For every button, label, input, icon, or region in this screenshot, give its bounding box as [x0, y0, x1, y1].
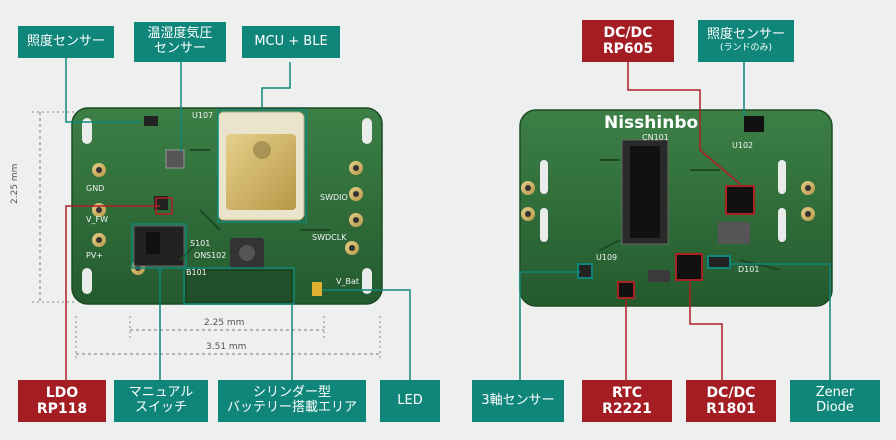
leader-lines-red [65, 62, 741, 380]
illuminance-land-sub: (ランドのみ) [719, 43, 773, 54]
silk-u102: U102 [732, 141, 753, 150]
silk-vbat: V_Bat [336, 277, 359, 286]
outer-width-dimension: 3.51 mm [206, 342, 247, 352]
silk-gnd-left: GND [86, 184, 104, 193]
label-dcdc-rp605: DC/DC RP605 [582, 20, 674, 62]
silk-swdio: SWDIO [320, 193, 348, 202]
label-illuminance-land: 照度センサー (ランドのみ) [698, 20, 794, 62]
label-led: LED [380, 380, 440, 422]
label-rtc-r2221: RTC R2221 [582, 380, 672, 422]
label-manual-switch: マニュアル スイッチ [114, 380, 208, 422]
silkscreen: GND V_FW PV+ U107 B101 S101 ON S102 SWDI… [86, 111, 759, 286]
label-illuminance-sensor: 照度センサー [18, 26, 114, 58]
label-battery-area: シリンダー型 バッテリー搭載エリア [218, 380, 366, 422]
back-board [519, 109, 833, 307]
silk-d101: D101 [738, 265, 759, 274]
label-mcu-ble: MCU + BLE [242, 26, 340, 58]
silk-s101: S101 [190, 239, 210, 248]
dimension-lines [32, 111, 381, 360]
silk-u109: U109 [596, 253, 617, 262]
inner-width-dimension: 2.25 mm [204, 318, 245, 328]
label-ldo-rp118: LDO RP118 [18, 380, 106, 422]
label-zener-diode: Zener Diode [790, 380, 880, 422]
height-dimension: 2.25 mm [10, 163, 20, 204]
silk-s102: S102 [206, 251, 226, 260]
illuminance-land-title: 照度センサー [706, 27, 785, 43]
label-temp-humidity-pressure: 温湿度気圧 センサー [134, 22, 226, 62]
label-3axis-sensor: 3軸センサー [472, 380, 564, 422]
silk-vfw: V_FW [86, 215, 108, 224]
silk-cn101: CN101 [642, 133, 669, 142]
brand-silkscreen: Nisshinbo [604, 113, 698, 133]
silk-pvplus-left: PV+ [86, 251, 103, 260]
label-dcdc-r1801: DC/DC R1801 [686, 380, 776, 422]
leader-lines-green [65, 58, 831, 380]
silk-swdclk: SWDCLK [312, 233, 347, 242]
front-board [71, 107, 383, 305]
silk-on: ON [194, 251, 206, 260]
silk-b101: B101 [186, 268, 207, 277]
silk-u107: U107 [192, 111, 213, 120]
